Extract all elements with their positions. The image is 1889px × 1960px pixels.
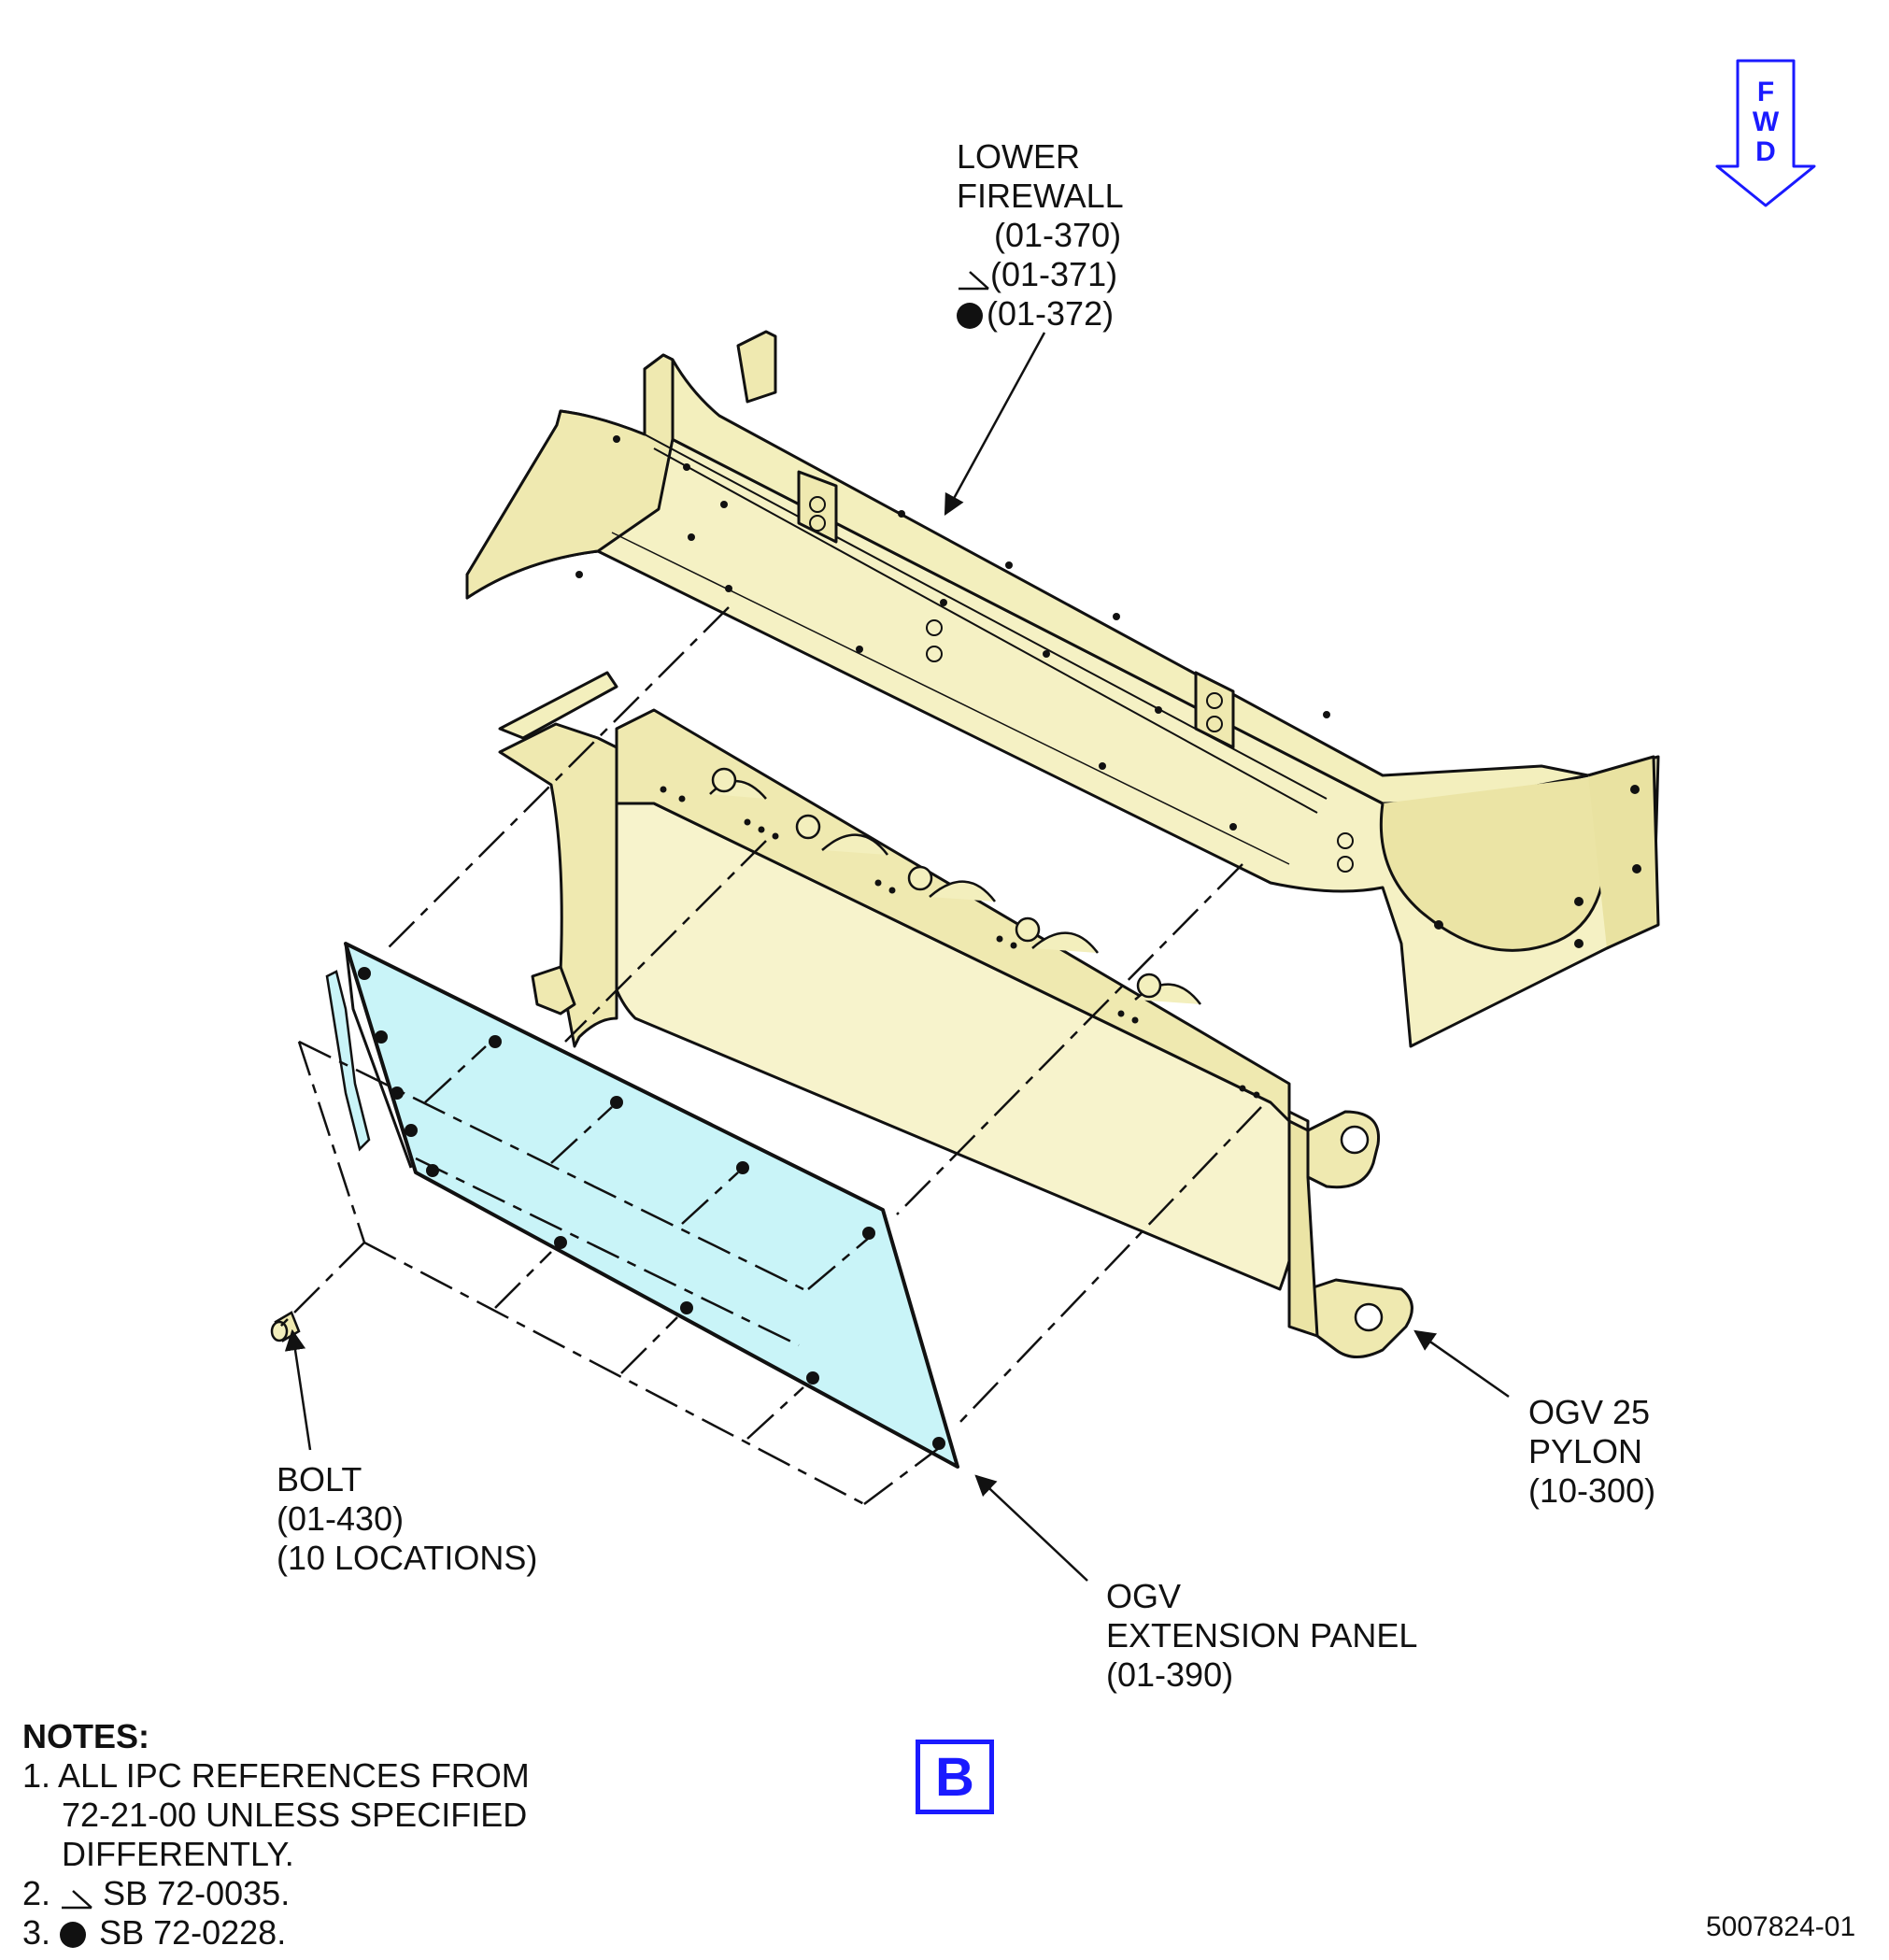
fwd-letter-w: W [1752,107,1780,137]
sb-triangle-icon [62,1890,92,1910]
notes-block: NOTES: 1. ALL IPC REFERENCES FROM 72-21-… [22,1717,530,1953]
ogv-pylon-line1: OGV 25 [1528,1393,1651,1431]
ogv-pylon-line2: PYLON [1528,1432,1643,1470]
ogv-pylon-line3: (10-300) [1528,1471,1656,1510]
lower-firewall-part [465,330,1660,1048]
lower-firewall-line1: LOWER [957,137,1081,176]
ogv-extension-panel-label: OGV EXTENSION PANEL (01-390) [1106,1577,1417,1695]
ogv-panel-line2: EXTENSION PANEL [1106,1616,1418,1655]
notes-title: NOTES: [22,1717,150,1755]
note-2-text: SB 72-0035. [103,1874,291,1912]
note-1-line-b: 72-21-00 UNLESS SPECIFIED [62,1796,528,1834]
sb-triangle-icon [959,271,989,291]
lower-firewall-ref3: (01-372) [987,294,1115,333]
sb-dot-icon [60,1922,87,1949]
bolt-line1: BOLT [277,1460,362,1498]
ogv-panel-line3: (01-390) [1106,1655,1234,1694]
pylon-rail-holes [660,786,1260,1099]
exploded-alignment-lines [279,606,1262,1506]
fwd-letter-f: F [1756,77,1775,107]
note-3-number: 3. [22,1913,51,1952]
lower-firewall-label: LOWER FIREWALL (01-370) (01-371) (01-372… [957,137,1124,334]
ogv-panel-line1: OGV [1106,1577,1182,1615]
ogv-pylon-label: OGV 25 PYLON (10-300) [1528,1393,1655,1511]
note-3: 3. SB 72-0228. [22,1913,530,1953]
view-letter-box: B [916,1740,994,1814]
fwd-letter-d: D [1755,136,1776,167]
bolt-part [270,1311,301,1342]
ogv-pylon-part [498,671,1413,1358]
leader-lines [284,332,1510,1582]
note-2: 2. SB 72-0035. [22,1874,530,1913]
lower-firewall-ref3-row: (01-372) [957,294,1124,334]
note-3-text: SB 72-0228. [99,1913,287,1952]
lower-firewall-line2: FIREWALL [957,177,1124,215]
lower-firewall-ref2-row: (01-371) [957,255,1124,294]
bolt-line2: (01-430) [277,1499,405,1538]
lower-firewall-ref1: (01-370) [994,216,1122,254]
note-1-line-c: DIFFERENTLY. [62,1835,294,1873]
lower-firewall-ref2: (01-371) [990,255,1118,293]
figure-id: 5007824-01 [1706,1911,1856,1942]
forward-arrow-icon [1715,59,1816,207]
sb-dot-icon [957,303,983,330]
bolt-line3: (10 LOCATIONS) [277,1539,538,1577]
panel-bolt-holes [358,967,945,1450]
pylon-rail-features [709,767,1384,1332]
note-2-number: 2. [22,1874,51,1912]
note-1-line-a: 1. ALL IPC REFERENCES FROM [22,1756,530,1795]
bolt-label: BOLT (01-430) (10 LOCATIONS) [277,1460,537,1578]
firewall-holes [575,435,1641,948]
